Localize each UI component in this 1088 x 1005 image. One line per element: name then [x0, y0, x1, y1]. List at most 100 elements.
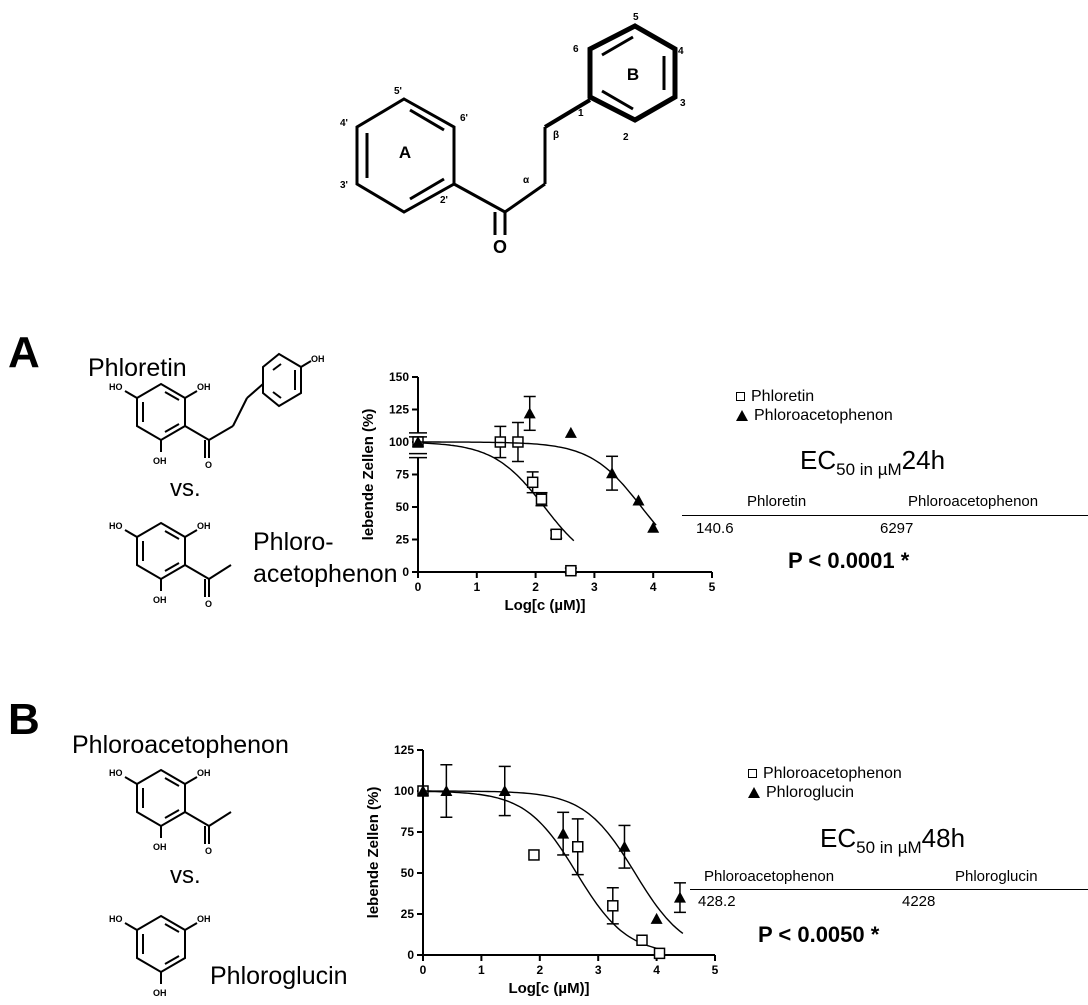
pos-4p: 4': [340, 118, 348, 129]
oxygen-label: O: [493, 237, 507, 257]
panel-b-table-rule: [690, 889, 1088, 890]
chart-a-x-tick-label: 1: [473, 580, 480, 594]
chart-b-point-square: [572, 841, 584, 853]
legend-label: Phloroglucin: [766, 784, 855, 801]
svg-text:OH: OH: [153, 456, 167, 466]
chart-b-y-tick-label: 75: [401, 825, 415, 839]
svg-text:OH: OH: [153, 988, 167, 998]
legend-label: Phloroacetophenon: [763, 765, 902, 782]
chart-a-point-square: [526, 476, 539, 489]
chart-a-y-tick-label: 75: [396, 468, 410, 482]
pos-3p: 3': [340, 180, 348, 191]
chart-b-fit-curve-1: [423, 790, 684, 934]
panel-a-header-2: Phloroacetophenon: [908, 493, 1039, 510]
pos-2p: 2': [440, 195, 448, 206]
panel-b-vs: vs.: [170, 862, 201, 889]
chart-b-point-triangle: [557, 827, 570, 839]
scaffold-structure: A B O 2 3 4 5 6 1 2' 3' 4' 5' 6' α β: [340, 12, 686, 257]
svg-text:HO: HO: [109, 768, 123, 778]
legend-item: Phloroacetophenon: [736, 406, 893, 425]
panel-b-value-2: 4228: [902, 893, 936, 910]
chain: [453, 98, 592, 235]
chart-a-point-triangle: [564, 426, 577, 438]
pos-alpha: α: [523, 175, 530, 186]
chart-a-fit-curve-0: [417, 442, 575, 542]
pos-1: 1: [578, 108, 584, 119]
chart-b-point-square: [528, 849, 540, 861]
legend-item: Phloretin: [736, 387, 893, 406]
chart-a-point-square: [535, 493, 548, 505]
chart-a-y-tick-label: 50: [396, 500, 410, 514]
chart-b-point-triangle: [650, 912, 663, 924]
phloroglucin-structure: HO OH OH: [109, 914, 211, 998]
svg-text:HO: HO: [109, 521, 123, 531]
panel-b-legend: Phloroacetophenon Phloroglucin: [748, 764, 902, 802]
ec-title-time: 24h: [901, 445, 946, 475]
panel-b-header-1: Phloroacetophenon: [704, 868, 835, 885]
chart-b-y-tick-label: 50: [401, 866, 415, 880]
chart-a-y-tick-label: 100: [389, 435, 409, 449]
panel-a-letter: A: [8, 328, 40, 377]
chart-b-point-triangle: [618, 840, 631, 852]
panel-a-compound-top: Phloretin: [88, 354, 187, 382]
panel-a-p-value: P < 0.0001 *: [788, 548, 910, 573]
chart-a-x-tick-label: 5: [709, 580, 716, 594]
svg-text:OH: OH: [153, 595, 167, 605]
panel-b-letter: B: [8, 695, 40, 744]
filled-triangle-icon: [736, 410, 748, 421]
chart-b-point-triangle: [673, 891, 686, 903]
pos-2: 2: [623, 132, 629, 143]
ec-title-main: EC: [820, 823, 857, 853]
svg-text:O: O: [205, 599, 212, 609]
chart-a-point-triangle: [412, 436, 424, 447]
chart-b-x-tick-label: 5: [712, 963, 719, 977]
ring-b: [587, 23, 678, 123]
chart-b-y-tick-label: 125: [394, 743, 414, 757]
panel-a-compound-bottom-2: acetophenon: [253, 560, 398, 588]
pos-6p: 6': [460, 113, 468, 124]
svg-text:O: O: [205, 460, 212, 470]
ec-title-sub: 50 in µM: [856, 838, 922, 858]
chart-a-point-triangle: [647, 521, 660, 533]
pos-4: 4: [678, 46, 684, 57]
pos-beta: β: [553, 130, 559, 141]
ec-title-sub: 50 in µM: [836, 460, 902, 480]
panel-a-legend: Phloretin Phloroacetophenon: [736, 387, 893, 425]
open-square-icon: [736, 392, 745, 401]
chart-b-point-triangle: [440, 785, 453, 796]
pos-6: 6: [573, 44, 579, 55]
chart-b-y-tick-label: 100: [394, 784, 414, 798]
svg-text:HO: HO: [109, 914, 123, 924]
pos-5: 5: [633, 12, 639, 23]
svg-text:OH: OH: [197, 768, 211, 778]
chart-a-point-square: [550, 528, 562, 541]
pos-3: 3: [680, 98, 686, 109]
chart-b-point-square: [607, 900, 619, 912]
chart-b-x-tick-label: 4: [653, 963, 660, 977]
chart-a-y-tick-label: 0: [402, 565, 409, 579]
panel-a-compound-bottom-1: Phloro-: [253, 528, 334, 556]
chart-a-point-square: [565, 564, 577, 577]
panel-a-value-2: 6297: [880, 520, 914, 537]
legend-item: Phloroglucin: [748, 783, 902, 802]
legend-label: Phloretin: [751, 388, 815, 405]
chart-b-y-tick-label: 0: [407, 948, 414, 962]
chart-a-point-triangle: [632, 494, 645, 506]
chart-a-point-square: [512, 436, 524, 448]
panel-b-value-1: 428.2: [698, 893, 736, 910]
panel-a-value-1: 140.6: [696, 520, 734, 537]
chart-a-x-tick-label: 0: [415, 580, 422, 594]
chart-b-point-triangle: [417, 785, 429, 796]
svg-text:OH: OH: [311, 354, 325, 364]
svg-text:O: O: [205, 846, 212, 856]
ec-title-main: EC: [800, 445, 837, 475]
chart-b-x-tick-label: 0: [420, 963, 427, 977]
chart-b-point-square: [653, 947, 666, 960]
chart-b-point-square: [636, 934, 648, 946]
svg-text:OH: OH: [197, 914, 211, 924]
chart-b-x-tick-label: 2: [536, 963, 543, 977]
